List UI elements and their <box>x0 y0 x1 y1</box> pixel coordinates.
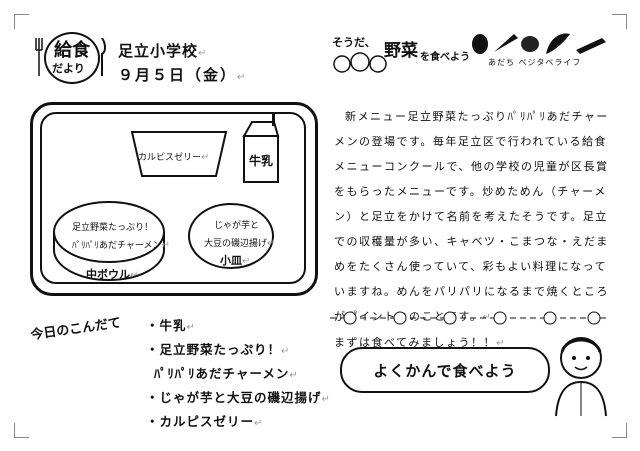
article-headline-rest: を食べよう <box>420 52 470 63</box>
badge-line1: 給食 <box>54 40 90 61</box>
list-item: ・じゃが芋と大豆の磯辺揚げ↵ <box>146 390 331 405</box>
nutritionist-illustration-icon <box>555 337 607 417</box>
vegetable-mascot-icon <box>333 52 387 73</box>
list-item: ・足立野菜たっぷり！↵ <box>146 342 291 357</box>
article-paragraph-1: 新メニュー足立野菜たっぷりﾊﾟﾘﾊﾟﾘあだチャーメンの登場です。毎年足立区で行わ… <box>334 110 609 323</box>
article-kicker: そうだ、 <box>332 36 376 49</box>
newsletter-badge: 給食 だより <box>35 30 106 84</box>
milk-carton-icon <box>242 114 280 183</box>
article-headline-main: 野菜 <box>384 41 418 61</box>
knife-icon <box>101 38 106 76</box>
bowl-dish-line1: 足立野菜たっぷり！ <box>72 223 154 233</box>
crop-mark-bl <box>14 423 29 438</box>
plate-dish-line1: じゃが芋と <box>214 221 260 231</box>
small-plate-icon <box>188 203 274 269</box>
plate-name: 小皿↵ <box>220 254 251 267</box>
crop-mark-tr <box>612 14 627 29</box>
lunch-tray <box>30 102 318 296</box>
chew-well-bubble: よくかんで食べよう <box>340 347 550 393</box>
crop-mark-tl <box>14 14 29 29</box>
today-menu-title: 今日のこんだて <box>29 315 122 344</box>
list-item: ・牛乳↵ <box>146 318 196 333</box>
list-item: ﾊﾟﾘﾊﾟﾘあだチャーメン↵ <box>154 366 299 381</box>
school-name: 足立小学校↵ <box>118 42 208 60</box>
plate-dish-line2: 大豆の磯辺揚げ↵ <box>204 238 276 249</box>
bowl-dish-line2: ﾊﾟﾘﾊﾟﾘあだチャーメン↵ <box>72 240 170 251</box>
milk-label: 牛乳 <box>249 154 274 168</box>
today-menu-list: ・牛乳↵ ・足立野菜たっぷり！↵ ﾊﾟﾘﾊﾟﾘあだチャーメン↵ ・じゃが芋と大豆… <box>146 314 331 434</box>
issue-date: ９月５日（金）↵ <box>118 66 248 84</box>
vegetables-banner-icon <box>472 33 606 54</box>
vegetable-border-icon <box>330 311 610 325</box>
bowl-name: 中ボウル↵ <box>86 268 139 281</box>
article-tagline: あだち ベジタベライフ <box>488 58 582 67</box>
badge-line2: だより <box>52 62 85 75</box>
fork-icon <box>35 38 43 76</box>
main-bowl-icon <box>53 201 165 281</box>
lunch-tray-inner <box>40 112 306 284</box>
dessert-cup-icon <box>130 131 228 177</box>
article-body: 新メニュー足立野菜たっぷりﾊﾟﾘﾊﾟﾘあだチャーメンの登場です。毎年足立区で行わ… <box>334 104 610 356</box>
plate-icon <box>44 32 100 84</box>
crop-mark-br <box>612 423 627 438</box>
article-paragraph-2: まずは食べてみましょう！！↵ <box>334 336 506 349</box>
list-item: ・カルピスゼリー↵ <box>146 414 264 429</box>
dessert-label: カルピスゼリー↵ <box>138 152 210 163</box>
